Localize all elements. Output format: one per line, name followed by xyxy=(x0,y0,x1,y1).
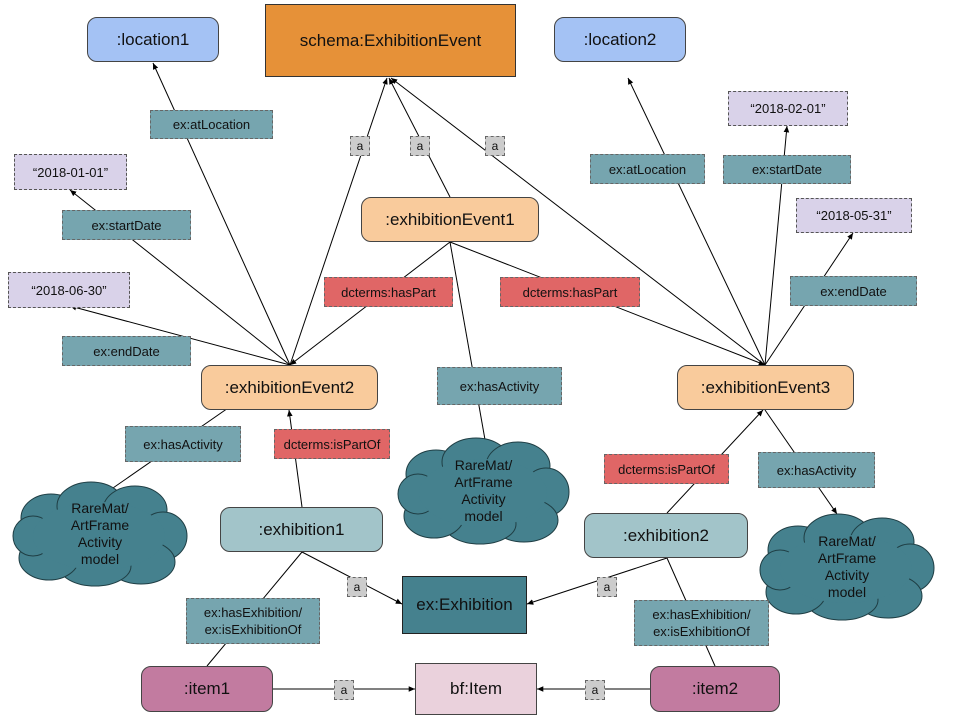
cloud-shape-icon xyxy=(759,513,935,621)
label-start-date-left: ex:startDate xyxy=(62,210,191,240)
label-type-a-event3: a xyxy=(485,136,505,156)
activity-model-cloud-left[interactable]: RareMat/ ArtFrame Activity model xyxy=(11,480,189,588)
label-at-location-left: ex:atLocation xyxy=(150,110,273,139)
exhibition-event1-node[interactable]: :exhibitionEvent1 xyxy=(361,197,539,242)
exhibition2-node[interactable]: :exhibition2 xyxy=(584,513,748,558)
label-has-exhibition-left-line2: ex:isExhibitionOf xyxy=(204,622,302,637)
label-has-part-left: dcterms:hasPart xyxy=(324,277,453,307)
edge-event2-schema xyxy=(289,77,388,366)
exhibition-event3-node[interactable]: :exhibitionEvent3 xyxy=(677,365,854,410)
label-at-location-right: ex:atLocation xyxy=(590,154,705,184)
label-has-exhibition-left-line1: ex:hasExhibition/ xyxy=(203,605,303,620)
cloud-shape-icon xyxy=(12,481,188,587)
date-2018-01-01: “2018-01-01” xyxy=(14,154,127,190)
label-has-exhibition-right-line2: ex:isExhibitionOf xyxy=(653,624,750,639)
edge-event3-location2 xyxy=(627,77,766,366)
cloud-shape-icon xyxy=(397,437,570,545)
label-has-activity-right: ex:hasActivity xyxy=(758,452,875,488)
item1-node[interactable]: :item1 xyxy=(141,666,273,712)
label-end-date-left: ex:endDate xyxy=(62,336,191,366)
label-is-part-of-left: dcterms:isPartOf xyxy=(274,429,390,459)
label-type-a-exhibition1: a xyxy=(347,577,367,597)
activity-model-cloud-right[interactable]: RareMat/ ArtFrame Activity model xyxy=(758,512,936,622)
activity-model-label-center: RareMat/ ArtFrame Activity model xyxy=(454,457,513,524)
activity-model-label-left: RareMat/ ArtFrame Activity model xyxy=(70,500,130,567)
label-is-part-of-right: dcterms:isPartOf xyxy=(604,454,729,484)
activity-model-label-right: RareMat/ ArtFrame Activity model xyxy=(817,533,877,600)
label-end-date-right: ex:endDate xyxy=(790,276,917,306)
edge-event3-schema xyxy=(390,77,766,366)
label-has-exhibition-right: ex:hasExhibition/ ex:isExhibitionOf xyxy=(634,600,769,646)
label-type-a-item2: a xyxy=(585,680,605,700)
date-2018-06-30: “2018-06-30” xyxy=(8,272,130,308)
label-has-part-right: dcterms:hasPart xyxy=(500,277,640,307)
edge-event1-activity-center xyxy=(449,241,489,452)
label-has-exhibition-right-line1: ex:hasExhibition/ xyxy=(652,607,751,622)
ex-exhibition-class-node[interactable]: ex:Exhibition xyxy=(402,576,527,634)
exhibition-event2-node[interactable]: :exhibitionEvent2 xyxy=(201,365,378,410)
label-type-a-exhibition2: a xyxy=(597,577,617,597)
label-has-activity-center: ex:hasActivity xyxy=(437,367,562,405)
label-type-a-event1: a xyxy=(410,136,430,156)
edge-event2-enddate xyxy=(69,304,291,366)
label-type-a-event2: a xyxy=(350,136,370,156)
item2-node[interactable]: :item2 xyxy=(650,666,780,712)
location1-node[interactable]: :location1 xyxy=(87,17,219,62)
schema-exhibition-event-node[interactable]: schema:ExhibitionEvent xyxy=(265,4,516,77)
exhibition1-node[interactable]: :exhibition1 xyxy=(220,507,383,552)
activity-model-cloud-center[interactable]: RareMat/ ArtFrame Activity model xyxy=(396,436,571,546)
label-has-exhibition-left: ex:hasExhibition/ ex:isExhibitionOf xyxy=(186,598,320,644)
label-start-date-right: ex:startDate xyxy=(723,155,851,184)
location2-node[interactable]: :location2 xyxy=(554,17,686,62)
label-has-activity-left: ex:hasActivity xyxy=(125,426,241,462)
date-2018-02-01: “2018-02-01” xyxy=(728,91,848,126)
label-type-a-item1: a xyxy=(334,680,354,700)
bf-item-class-node[interactable]: bf:Item xyxy=(415,663,537,715)
date-2018-05-31: “2018-05-31” xyxy=(796,198,912,233)
